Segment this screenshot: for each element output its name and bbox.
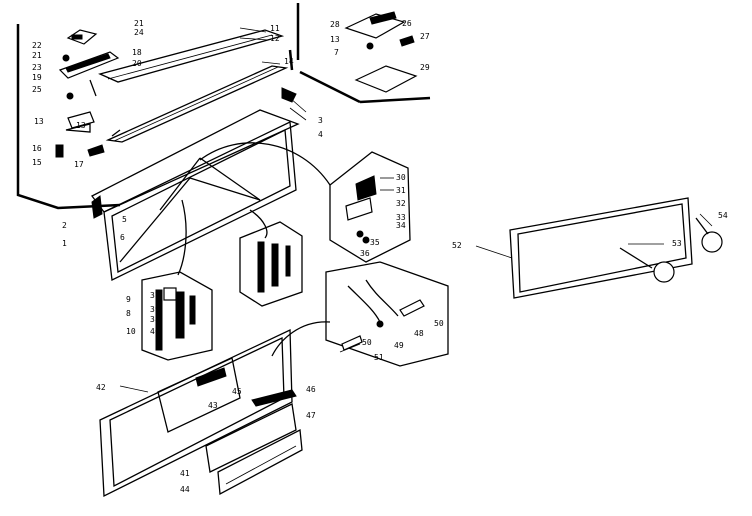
callout-13b: 13: [76, 121, 86, 130]
callout-5: 5: [122, 215, 127, 224]
callout-52: 52: [452, 241, 462, 250]
callout-28: 28: [330, 20, 340, 29]
callout-1: 1: [62, 239, 67, 248]
wiring-detail-box: [325, 261, 449, 367]
callout-labels: 1 2 3 4 5 6 7 8 9 10 11 12 13 13 13 14 1…: [32, 19, 728, 494]
section-divider-lines: [16, 3, 431, 210]
callout-21a: 21: [134, 19, 144, 28]
lower-panel: [99, 328, 293, 498]
callout-40: 40: [150, 327, 160, 336]
switch-hardware: [55, 111, 105, 158]
callout-leaders: [119, 27, 713, 393]
callout-37: 37: [150, 291, 160, 300]
callout-50a: 50: [434, 319, 444, 328]
callout-3: 3: [318, 116, 323, 125]
callout-34: 34: [396, 221, 406, 230]
callout-12: 12: [270, 34, 280, 43]
callout-11: 11: [270, 24, 280, 33]
hinge-detail-box-2: [239, 221, 303, 307]
callout-46: 46: [306, 385, 316, 394]
callout-23: 23: [32, 63, 42, 72]
callout-45: 45: [232, 387, 242, 396]
callout-44: 44: [180, 485, 190, 494]
callout-31: 31: [396, 186, 406, 195]
kick-plate-set: [205, 389, 303, 496]
callout-14: 14: [284, 57, 294, 66]
callout-25: 25: [32, 85, 42, 94]
callout-39: 39: [150, 305, 160, 314]
control-bracket-assembly: [58, 29, 120, 100]
callout-22: 22: [32, 41, 42, 50]
hinge-detail-box: [141, 271, 213, 361]
callout-54: 54: [718, 211, 728, 220]
callout-35: 35: [370, 238, 380, 247]
callout-10: 10: [126, 327, 136, 336]
callout-2: 2: [62, 221, 67, 230]
callout-32: 32: [396, 199, 406, 208]
callout-20: 20: [132, 59, 142, 68]
callout-38: 38: [150, 315, 160, 324]
main-door-frame: [91, 87, 300, 281]
callout-13c: 13: [330, 35, 340, 44]
callout-19: 19: [32, 73, 42, 82]
callout-16: 16: [32, 144, 42, 153]
callout-18: 18: [132, 48, 142, 57]
callout-36: 36: [360, 249, 370, 258]
gasket-door: [509, 197, 723, 299]
callout-42: 42: [96, 383, 106, 392]
callout-51: 51: [374, 353, 384, 362]
callout-9: 9: [126, 295, 131, 304]
callout-47: 47: [306, 411, 316, 420]
latch-detail-box: [329, 151, 411, 263]
callout-7: 7: [334, 48, 339, 57]
callout-27: 27: [420, 32, 430, 41]
callout-43: 43: [208, 401, 218, 410]
callout-29: 29: [420, 63, 430, 72]
callout-4: 4: [318, 130, 323, 139]
callout-49: 49: [394, 341, 404, 350]
callout-6: 6: [120, 233, 125, 242]
callout-8: 8: [126, 309, 131, 318]
callout-13a: 13: [34, 117, 44, 126]
callout-48: 48: [414, 329, 424, 338]
callout-33: 33: [396, 213, 406, 222]
callout-21b: 21: [32, 51, 42, 60]
lamp-assembly: [344, 11, 418, 93]
callout-26: 26: [402, 19, 412, 28]
callout-24: 24: [134, 28, 144, 37]
callout-41: 41: [180, 469, 190, 478]
top-rail-assembly: [98, 29, 289, 143]
callout-15: 15: [32, 158, 42, 167]
callout-17: 17: [74, 160, 84, 169]
callout-30: 30: [396, 173, 406, 182]
callout-53: 53: [672, 239, 682, 248]
leader-curves: [111, 129, 331, 357]
callout-50b: 50: [362, 338, 372, 347]
